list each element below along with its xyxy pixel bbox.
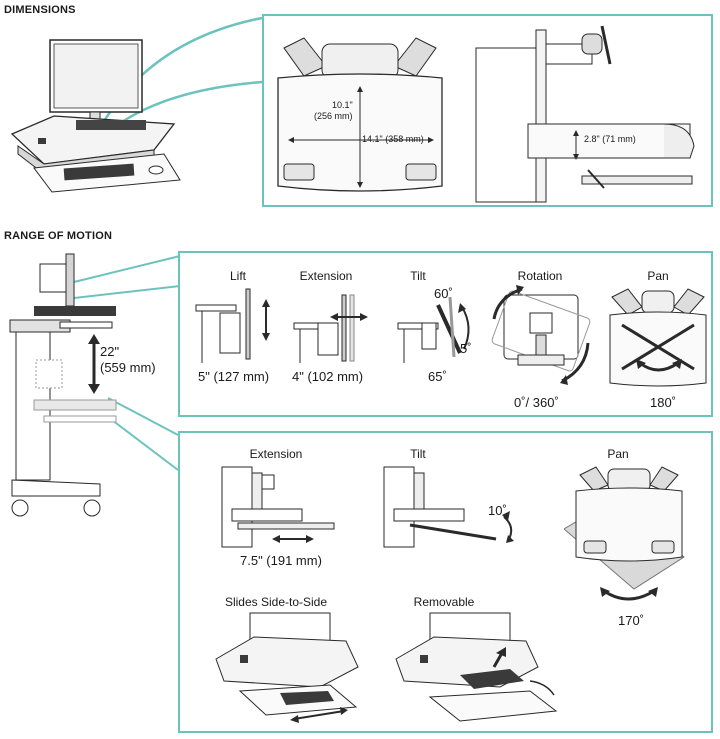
kb-pan-title: Pan bbox=[607, 447, 629, 461]
cart-lift-mm: (559 mm) bbox=[100, 360, 156, 375]
range-of-motion-heading: RANGE OF MOTION bbox=[4, 230, 113, 242]
kb-tilt-title: Tilt bbox=[410, 447, 426, 461]
lift-title: Lift bbox=[229, 269, 247, 283]
tilt-up-value: 60˚ bbox=[434, 286, 453, 301]
rotation-illustration bbox=[491, 285, 591, 385]
kb-extension-value: 7.5" (191 mm) bbox=[240, 553, 322, 568]
dimensions-panel: 10.1" (256 mm) 14.1" (358 mm) 2.8" (71 m… bbox=[262, 14, 713, 207]
kb-tilt-value: 10˚ bbox=[488, 503, 507, 518]
tilt-title: Tilt bbox=[410, 269, 426, 283]
removable-illustration bbox=[395, 612, 558, 722]
kb-extension-illustration bbox=[221, 466, 335, 548]
rotation-title: Rotation bbox=[517, 269, 563, 283]
extension-title: Extension bbox=[299, 269, 353, 283]
tilt-illustration bbox=[397, 296, 470, 363]
lift-illustration bbox=[195, 288, 270, 363]
tilt-total-value: 65˚ bbox=[428, 369, 447, 384]
cart-overview-illustration bbox=[10, 39, 181, 193]
kb-extension-title: Extension bbox=[249, 447, 303, 461]
extension-illustration bbox=[293, 294, 368, 363]
depth-label: 10.1" bbox=[332, 100, 353, 110]
cart-lift-value: 22" bbox=[100, 344, 120, 359]
width-label: 14.1" (358 mm) bbox=[362, 134, 424, 144]
kb-pan-value: 170˚ bbox=[618, 613, 645, 628]
slides-title: Slides Side-to-Side bbox=[224, 595, 328, 609]
tray-side-view bbox=[475, 25, 695, 203]
keyboard-motion-panel: Extension 7.5" (191 mm) Tilt 10˚ Pan 17 bbox=[178, 431, 713, 733]
rotation-value: 0˚/ 360˚ bbox=[514, 395, 559, 410]
height-label: 2.8" (71 mm) bbox=[584, 134, 636, 144]
cart-side-illustration bbox=[9, 253, 117, 517]
kb-tilt-illustration bbox=[383, 466, 514, 548]
slides-illustration bbox=[215, 612, 359, 723]
monitor-motion-panel: Lift 5" (127 mm) Extension 4" (102 mm) T… bbox=[178, 251, 713, 417]
extension-value: 4" (102 mm) bbox=[292, 369, 364, 384]
dimensions-heading: DIMENSIONS bbox=[4, 4, 76, 16]
depth-mm-label: (256 mm) bbox=[314, 111, 353, 121]
tray-top-view bbox=[277, 37, 443, 192]
pan-illustration bbox=[609, 288, 707, 387]
tilt-down-value: 5˚ bbox=[460, 341, 472, 356]
pan-title: Pan bbox=[647, 269, 669, 283]
lift-value: 5" (127 mm) bbox=[198, 369, 270, 384]
kb-pan-illustration bbox=[564, 466, 685, 601]
removable-title: Removable bbox=[413, 595, 475, 609]
pan-value: 180˚ bbox=[650, 395, 677, 410]
